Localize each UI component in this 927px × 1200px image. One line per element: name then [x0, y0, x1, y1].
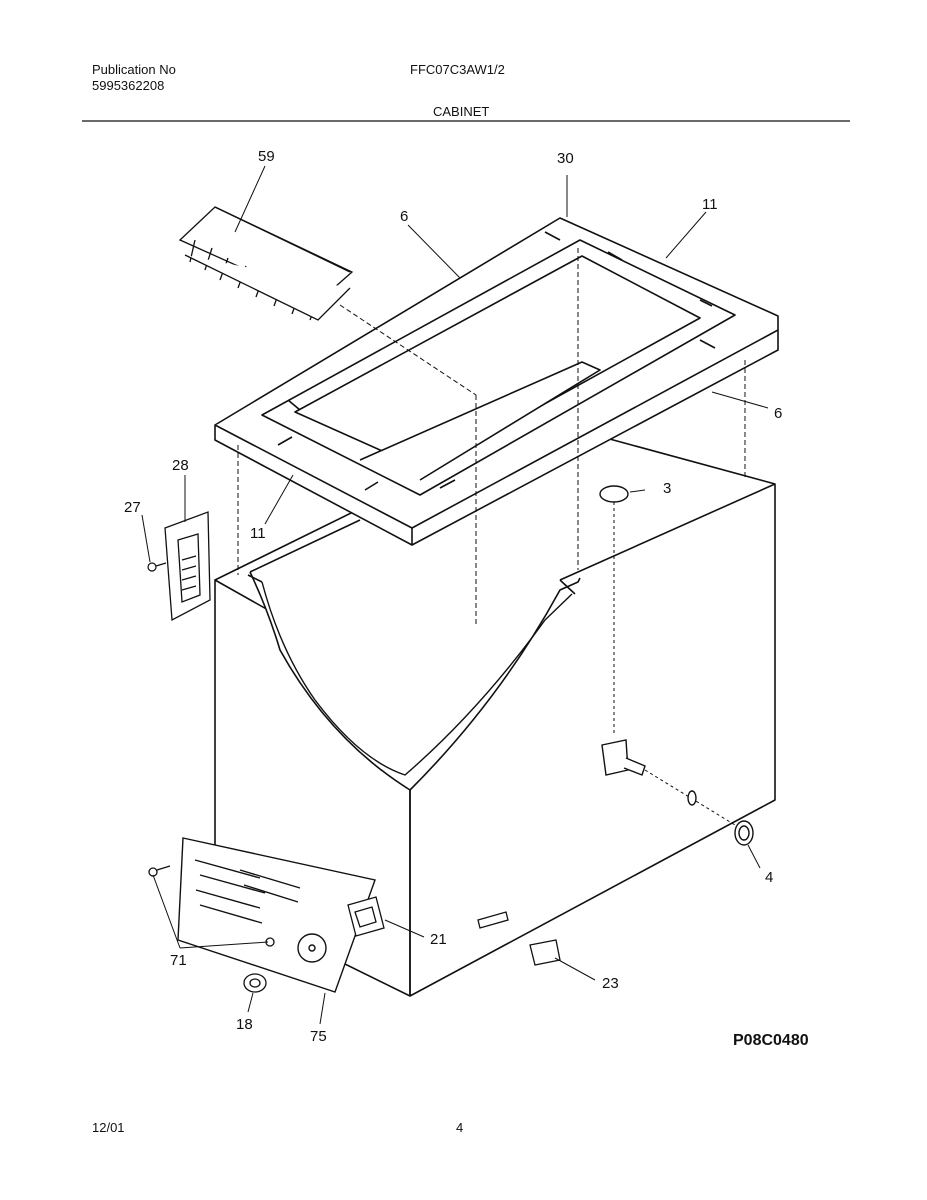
- diagram-code: P08C0480: [733, 1032, 809, 1049]
- drain-fitting-icon: [601, 739, 736, 826]
- grille-icon: [177, 837, 376, 993]
- basket-icon: [178, 206, 354, 321]
- hinge-icon: [164, 511, 211, 622]
- page-number: 4: [456, 1120, 464, 1135]
- callout-30: 30: [557, 150, 574, 167]
- callout-11-top: 11: [702, 196, 718, 213]
- drain-plug-icon: [599, 485, 629, 735]
- section-title: CABINET: [433, 104, 490, 119]
- grommet-icon: [243, 973, 267, 993]
- cabinet-body: [214, 419, 776, 997]
- callout-59: 59: [258, 148, 275, 165]
- callout-27: 27: [124, 499, 141, 516]
- callout-18: 18: [236, 1016, 253, 1033]
- callout-75: 75: [310, 1028, 327, 1045]
- assembly-guides: [237, 248, 746, 625]
- footer-date: 12/01: [92, 1120, 125, 1135]
- callout-6-top: 6: [400, 208, 408, 225]
- callout-11-left: 11: [250, 525, 266, 542]
- callout-3: 3: [663, 480, 671, 497]
- drain-cap-icon: [734, 820, 754, 846]
- callout-21: 21: [430, 931, 447, 948]
- model-number: FFC07C3AW1/2: [410, 62, 505, 77]
- callout-28: 28: [172, 457, 189, 474]
- relay-icon: [347, 896, 385, 937]
- publication-number: 5995362208: [92, 78, 165, 93]
- switch-icon: [477, 911, 561, 966]
- breaker-frame: [214, 217, 779, 546]
- callout-6-right: 6: [774, 405, 782, 422]
- callout-23: 23: [602, 975, 619, 992]
- callout-4: 4: [765, 869, 773, 886]
- publication-label: Publication No: [92, 62, 176, 77]
- leader-lines: [141, 165, 769, 1025]
- callout-71: 71: [170, 952, 187, 969]
- hinge-screw-icon: [147, 562, 167, 572]
